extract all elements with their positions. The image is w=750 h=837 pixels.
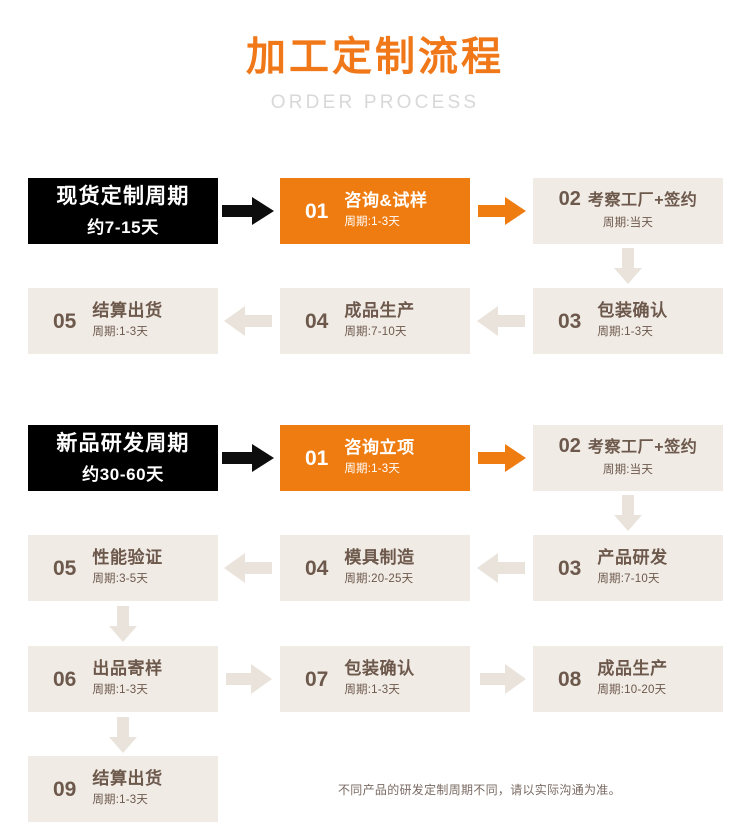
flow1-step-05: 05 结算出货 周期:1-3天 <box>28 288 218 354</box>
flow2-step-05-period: 周期:3-5天 <box>92 572 149 585</box>
flow2-step-02-period: 周期:当天 <box>602 464 654 477</box>
flow1-step-02-number: 02 <box>558 188 581 211</box>
arrow-right-beige-flow2-b <box>480 663 526 695</box>
arrow-down-beige-flow2-a <box>613 495 643 531</box>
flow1-step-02-period: 周期:当天 <box>602 217 654 230</box>
flow1-step-02-title: 考察工厂+签约 <box>587 192 698 210</box>
flow1-step-04-number: 04 <box>305 309 329 333</box>
flow2-step-06-title: 出品寄样 <box>92 658 163 678</box>
flow1-lead-box: 现货定制周期 约7-15天 <box>28 178 218 244</box>
flow2-step-06-number: 06 <box>53 667 77 691</box>
flow2-step-01: 01 咨询立项 周期:1-3天 <box>280 425 470 491</box>
arrow-down-beige-flow1 <box>613 248 643 284</box>
flow2-step-01-number: 01 <box>305 446 329 470</box>
flow1-step-04-title: 成品生产 <box>344 300 415 320</box>
flow2-step-08-title: 成品生产 <box>597 658 668 678</box>
flow1-step-05-title: 结算出货 <box>92 300 163 320</box>
flow1-step-04-period: 周期:7-10天 <box>344 325 407 338</box>
flow2-step-03: 03 产品研发 周期:7-10天 <box>533 535 723 601</box>
arrow-left-beige-flow1-a <box>477 305 525 337</box>
flow2-step-09-number: 09 <box>53 777 77 801</box>
flow1-step-01-period: 周期:1-3天 <box>344 215 401 228</box>
flow2-step-07-title: 包装确认 <box>344 658 415 678</box>
page-subtitle: ORDER PROCESS <box>270 92 480 113</box>
flow2-step-05-title: 性能验证 <box>92 547 163 567</box>
flow2-step-01-title: 咨询立项 <box>344 437 415 457</box>
flow1-step-01-number: 01 <box>305 199 329 223</box>
flow2-step-06: 06 出品寄样 周期:1-3天 <box>28 646 218 712</box>
page-title: 加工定制流程 <box>246 35 504 79</box>
flow1-step-03-title: 包装确认 <box>597 300 668 320</box>
flow2-step-01-period: 周期:1-3天 <box>344 462 401 475</box>
flow2-step-02-number: 02 <box>558 435 581 458</box>
flow2-step-08: 08 成品生产 周期:10-20天 <box>533 646 723 712</box>
arrow-right-black-flow1 <box>222 196 274 226</box>
arrow-left-beige-flow2-b <box>224 552 272 584</box>
footnote-text: 不同产品的研发定制周期不同，请以实际沟通为准。 <box>338 783 621 797</box>
flow2-step-02: 02 考察工厂+签约 周期:当天 <box>533 425 723 491</box>
flow2-step-09: 09 结算出货 周期:1-3天 <box>28 756 218 822</box>
flow2-step-05: 05 性能验证 周期:3-5天 <box>28 535 218 601</box>
flow1-step-02: 02 考察工厂+签约 周期:当天 <box>533 178 723 244</box>
flow1-step-03-period: 周期:1-3天 <box>597 325 654 338</box>
arrow-left-beige-flow2-a <box>477 552 525 584</box>
flow2-step-04-number: 04 <box>305 556 329 580</box>
page-header: 加工定制流程 ORDER PROCESS <box>0 34 750 114</box>
flow1-lead-subtitle: 约7-15天 <box>87 218 159 238</box>
flow2-step-04-title: 模具制造 <box>344 547 415 567</box>
flow2-lead-subtitle: 约30-60天 <box>82 465 164 485</box>
arrow-right-beige-flow2-a <box>226 663 272 695</box>
flow1-step-01-title: 咨询&试样 <box>344 190 428 210</box>
flow2-step-07: 07 包装确认 周期:1-3天 <box>280 646 470 712</box>
arrow-left-beige-flow1-b <box>224 305 272 337</box>
flow1-lead-title: 现货定制周期 <box>56 184 190 208</box>
flow2-step-09-title: 结算出货 <box>92 768 163 788</box>
flow2-step-05-number: 05 <box>53 556 77 580</box>
flow2-step-03-period: 周期:7-10天 <box>597 572 660 585</box>
flow2-step-03-title: 产品研发 <box>597 547 668 567</box>
flow1-step-05-period: 周期:1-3天 <box>92 325 149 338</box>
flow2-step-07-number: 07 <box>305 667 329 691</box>
arrow-down-beige-flow2-b <box>108 606 138 642</box>
flow2-lead-title: 新品研发周期 <box>56 431 190 455</box>
arrow-right-black-flow2 <box>222 443 274 473</box>
flow1-step-05-number: 05 <box>53 309 77 333</box>
flow2-step-08-period: 周期:10-20天 <box>597 683 667 696</box>
flow2-step-03-number: 03 <box>558 556 582 580</box>
flow2-step-06-period: 周期:1-3天 <box>92 683 149 696</box>
flow1-step-03: 03 包装确认 周期:1-3天 <box>533 288 723 354</box>
flow1-step-04: 04 成品生产 周期:7-10天 <box>280 288 470 354</box>
arrow-right-orange-flow1 <box>478 196 526 226</box>
flow2-step-04: 04 模具制造 周期:20-25天 <box>280 535 470 601</box>
flow1-step-01: 01 咨询&试样 周期:1-3天 <box>280 178 470 244</box>
flow2-step-08-number: 08 <box>558 667 582 691</box>
flow2-step-07-period: 周期:1-3天 <box>344 683 401 696</box>
flow2-step-09-period: 周期:1-3天 <box>92 793 149 806</box>
flow2-step-04-period: 周期:20-25天 <box>344 572 414 585</box>
arrow-right-orange-flow2 <box>478 443 526 473</box>
flow1-step-03-number: 03 <box>558 309 582 333</box>
flow2-step-02-title: 考察工厂+签约 <box>587 439 698 457</box>
arrow-down-beige-flow2-c <box>108 717 138 753</box>
flow2-lead-box: 新品研发周期 约30-60天 <box>28 425 218 491</box>
